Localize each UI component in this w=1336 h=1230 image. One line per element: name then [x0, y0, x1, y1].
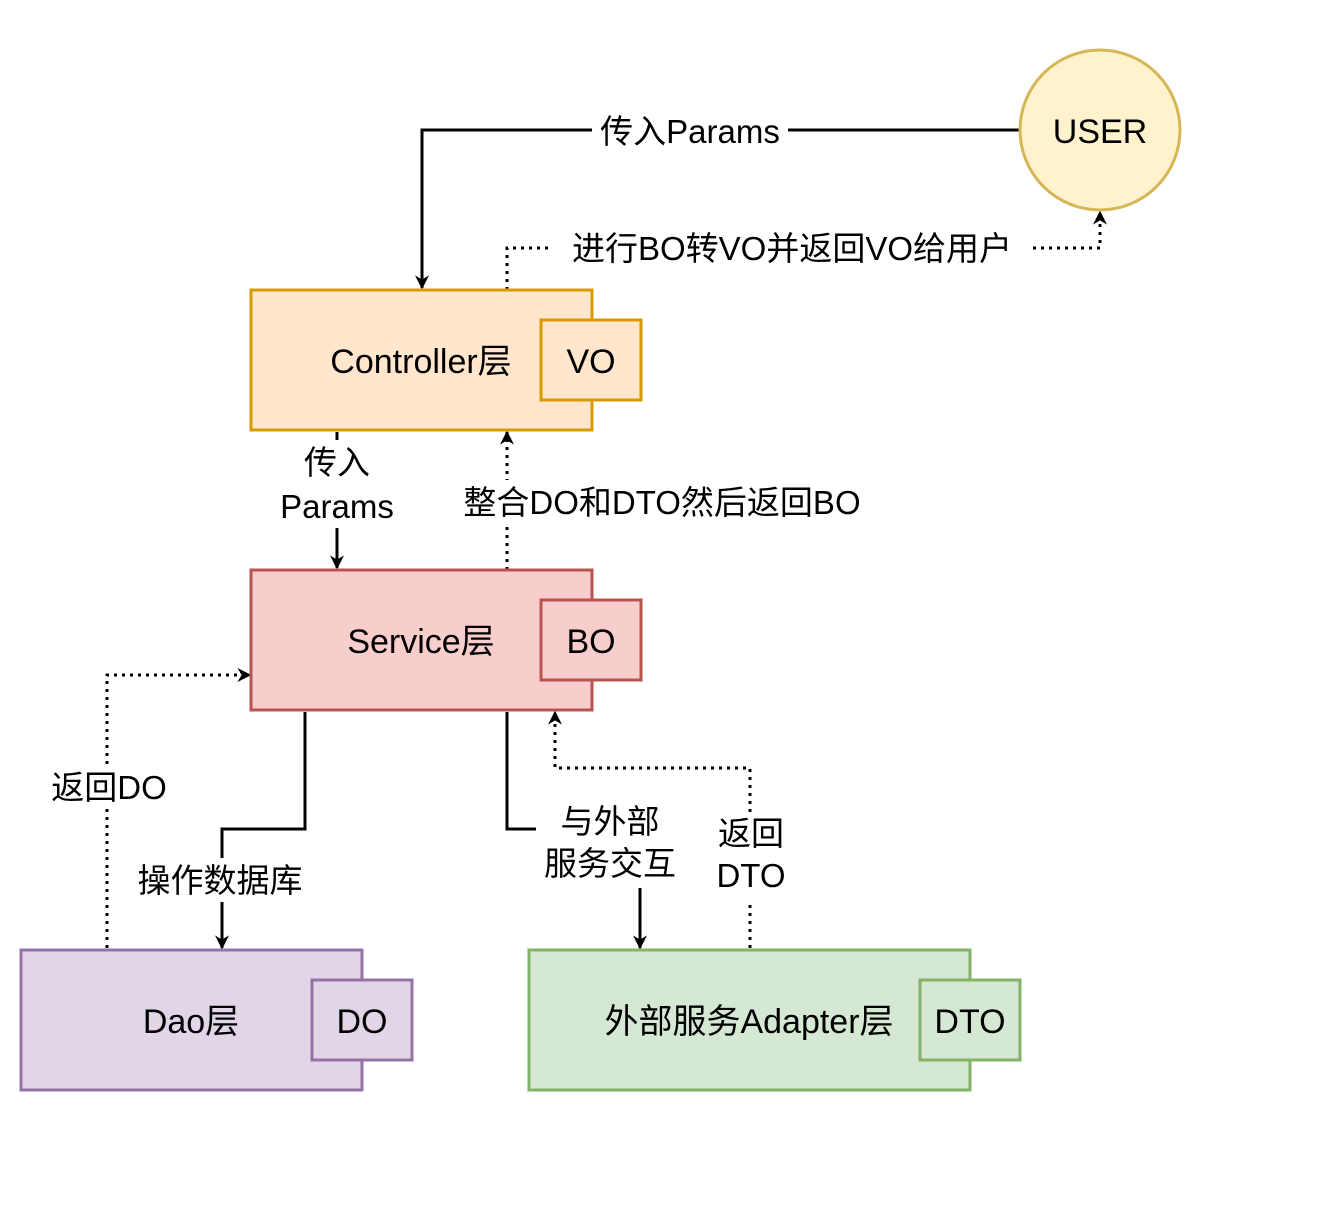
edge-user-to-controller-label: 传入Params [600, 113, 780, 150]
edge-user-to-controller: 传入Params [415, 108, 1020, 290]
edge-controller-to-service: 传入 Params [272, 432, 402, 570]
node-controller-badge-label: VO [566, 343, 615, 381]
node-user-shape [1018, 48, 1182, 212]
edge-service-to-controller: 整合DO和DTO然后返回BO [444, 430, 880, 570]
edge-dao-to-service-line [105, 668, 252, 948]
node-adapter-shape [527, 948, 972, 1092]
node-dao-label: Dao层 [143, 1003, 239, 1041]
node-adapter-badge-shape [918, 978, 1022, 1062]
edge-adapter-to-service-label-line2: DTO [716, 857, 785, 894]
node-service-badge-label: BO [566, 623, 615, 661]
edge-service-to-adapter: 与外部 服务交互 [505, 712, 686, 950]
edge-service-to-adapter-label-line2: 服务交互 [544, 845, 676, 882]
node-dao-badge-shape [310, 978, 414, 1062]
node-controller: Controller层 VO [249, 288, 643, 432]
node-dao-badge-label: DO [337, 1003, 388, 1041]
node-user: USER [1018, 48, 1182, 212]
edge-service-to-adapter-label-line1: 与外部 [561, 803, 660, 840]
node-controller-shape [249, 288, 594, 432]
node-controller-badge-shape [539, 318, 643, 402]
edge-dao-to-service: 返回DO [44, 668, 252, 948]
node-service-label: Service层 [347, 623, 494, 661]
edge-service-to-controller-label: 整合DO和DTO然后返回BO [463, 484, 860, 521]
node-controller-label: Controller层 [330, 343, 511, 381]
node-user-label: USER [1053, 113, 1147, 151]
edge-dao-to-service-label: 返回DO [51, 769, 167, 806]
node-adapter-badge-label: DTO [934, 1003, 1005, 1041]
node-service-shape [249, 568, 594, 712]
edge-controller-to-service-label-line2: Params [280, 488, 394, 525]
edge-service-to-dao-label: 操作数据库 [138, 862, 303, 899]
node-adapter: 外部服务Adapter层 DTO [527, 948, 1022, 1092]
edge-controller-to-service-label-line1: 传入 [304, 444, 370, 481]
edge-user-to-controller-line [415, 128, 1020, 290]
node-dao: Dao层 DO [19, 948, 414, 1092]
edge-controller-to-user: 进行BO转VO并返回VO给用户 [505, 210, 1107, 290]
edge-service-to-dao: 操作数据库 [128, 712, 312, 950]
edge-service-to-dao-line [215, 712, 307, 950]
node-service: Service层 BO [249, 568, 643, 712]
node-service-badge-shape [539, 598, 643, 682]
node-adapter-label: 外部服务Adapter层 [604, 1003, 893, 1041]
edge-adapter-to-service-label-line1: 返回 [718, 815, 784, 852]
node-dao-shape [19, 948, 364, 1092]
edge-controller-to-user-label: 进行BO转VO并返回VO给用户 [572, 230, 1012, 267]
edge-adapter-to-service: 返回 DTO [548, 710, 794, 948]
